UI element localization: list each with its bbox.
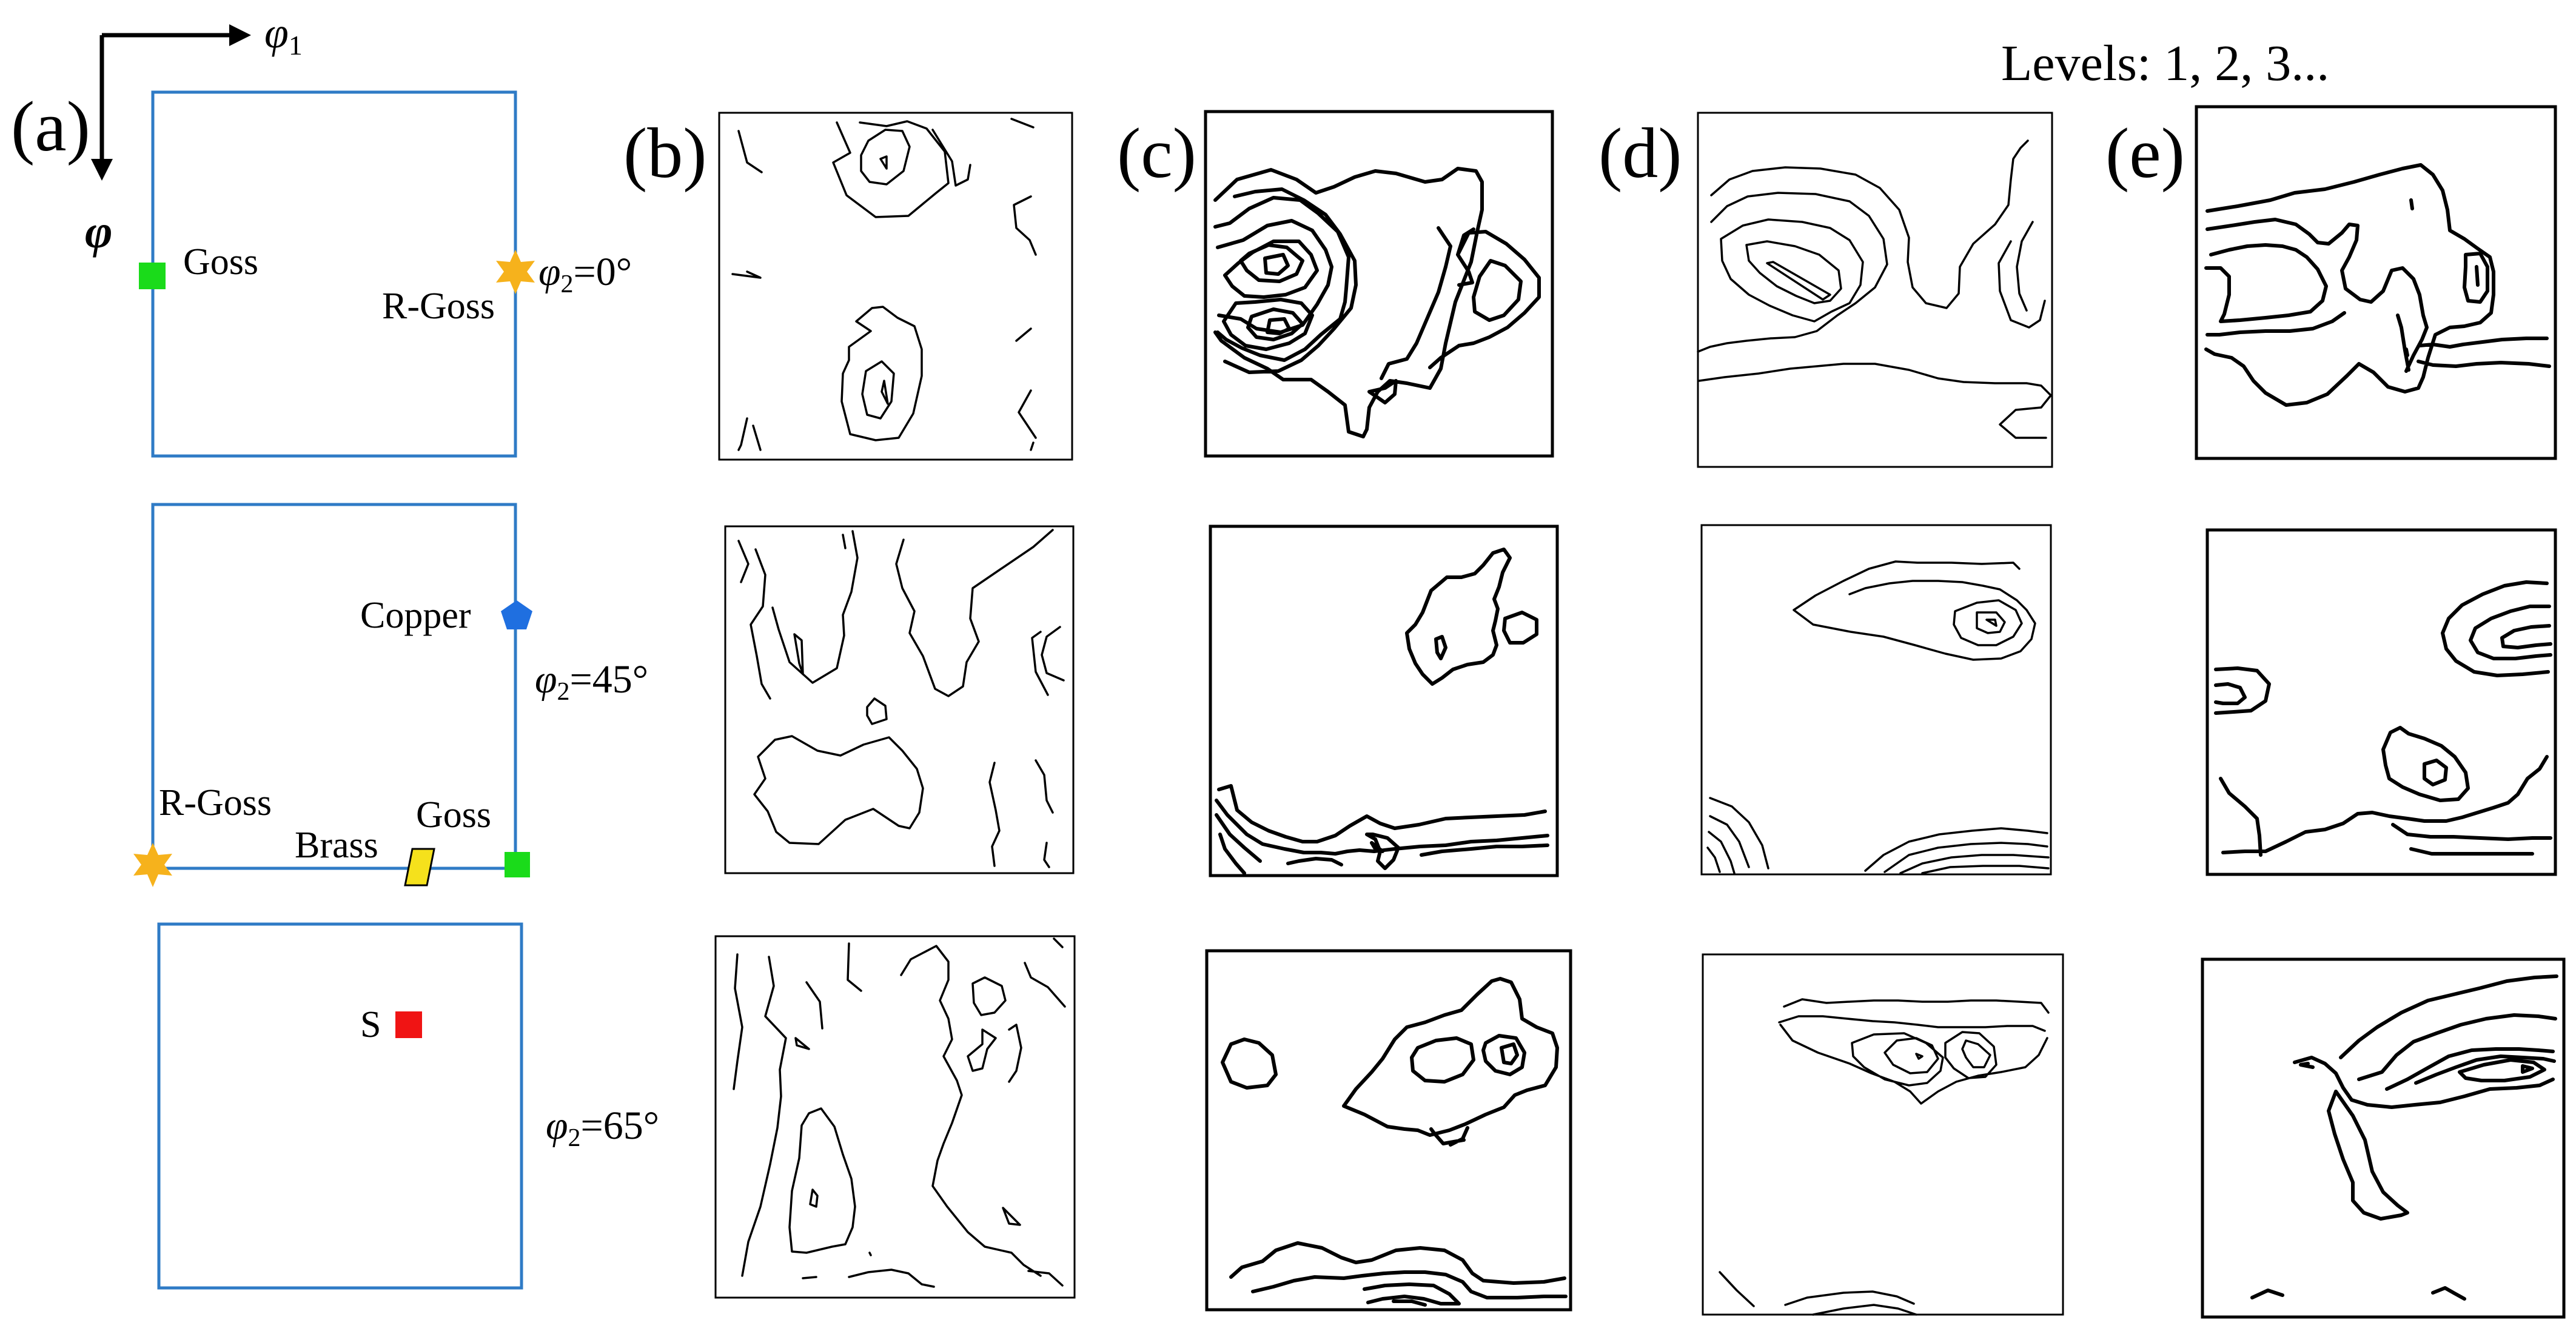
odf-panel-b-phi2-45 [724,525,1075,874]
odf-frame [724,525,1075,874]
odf-frame [1697,112,2053,468]
key-frame [157,922,523,1290]
contour-lines [2204,163,2551,407]
contour-lines [2214,580,2552,857]
goss-marker-square [505,852,530,877]
odf-frame [2201,957,2566,1319]
copper-marker-pentagon [501,600,532,629]
odf-panel-e-phi2-65 [2201,957,2566,1319]
brass-label: Brass [295,825,378,866]
r-goss-label: R-Goss [382,286,495,327]
odf-panel-d-phi2-45 [1700,524,2052,876]
brass-marker-parallelogram [404,848,435,887]
odf-panel-d-phi2-65 [1702,953,2064,1316]
contour-lines [1215,548,1549,875]
r-goss-marker-star [133,843,172,887]
odf-frame [2205,528,2557,876]
goss-label: Goss [416,794,491,836]
contour-lines [1719,998,2050,1316]
goss-marker-square [139,263,166,289]
odf-frame [1702,953,2064,1316]
odf-panel-c-phi2-0 [1204,110,1554,458]
s-label: S [360,1004,381,1045]
phi-axis-label: φ [85,205,113,258]
contour-lines [737,529,1065,868]
key-section-phi2-0: Goss R-Goss φ2=0° [139,90,632,458]
panel-label-d: (d) [1598,113,1682,193]
odf-frame [1204,110,1554,458]
euler-axes: φ1 φ [85,8,303,258]
key-section-phi2-45: Copper φ2=45° R-Goss Brass Goss [133,503,648,887]
key-section-phi2-65: S φ2=65° [157,922,659,1290]
contour-lines [1221,977,1568,1307]
panel-label-a: (a) [11,87,90,166]
phi2-label: φ2=0° [538,250,632,298]
odf-panel-b-phi2-65 [714,935,1076,1299]
phi1-axis-label: φ1 [264,8,303,61]
odf-frame [1209,525,1559,877]
odf-frame [718,112,1073,461]
odf-panel-b-phi2-0 [718,112,1073,461]
odf-panel-e-phi2-0 [2195,105,2557,460]
key-frame [151,503,517,870]
levels-label: Levels: 1, 2, 3... [2001,35,2329,92]
odf-frame [2195,105,2557,460]
copper-label: Copper [360,595,471,636]
panel-label-b: (b) [623,113,707,193]
odf-frame [1700,524,2052,876]
goss-label: Goss [183,241,258,283]
r-goss-marker-star [496,250,535,294]
contour-lines [1706,560,2050,874]
contour-lines [1213,167,1541,438]
contour-lines [733,937,1066,1288]
phi-axis-arrowhead [91,159,113,181]
phi2-label: φ2=65° [546,1104,659,1152]
s-marker-square [395,1011,422,1038]
contour-lines [2250,974,2558,1301]
odf-frame [1205,949,1572,1312]
phi2-label: φ2=45° [535,657,648,706]
odf-panel-c-phi2-65 [1205,949,1572,1312]
phi1-axis-arrowhead [229,24,251,46]
panel-label-c: (c) [1117,113,1196,193]
r-goss-label: R-Goss [159,782,272,823]
odf-panel-c-phi2-45 [1209,525,1559,877]
odf-panel-e-phi2-45 [2205,528,2557,876]
odf-panel-d-phi2-0 [1697,112,2053,468]
contour-lines [731,118,1037,451]
contour-lines [1697,139,2052,439]
odf-frame [714,935,1076,1299]
panel-label-e: (e) [2105,113,2185,193]
